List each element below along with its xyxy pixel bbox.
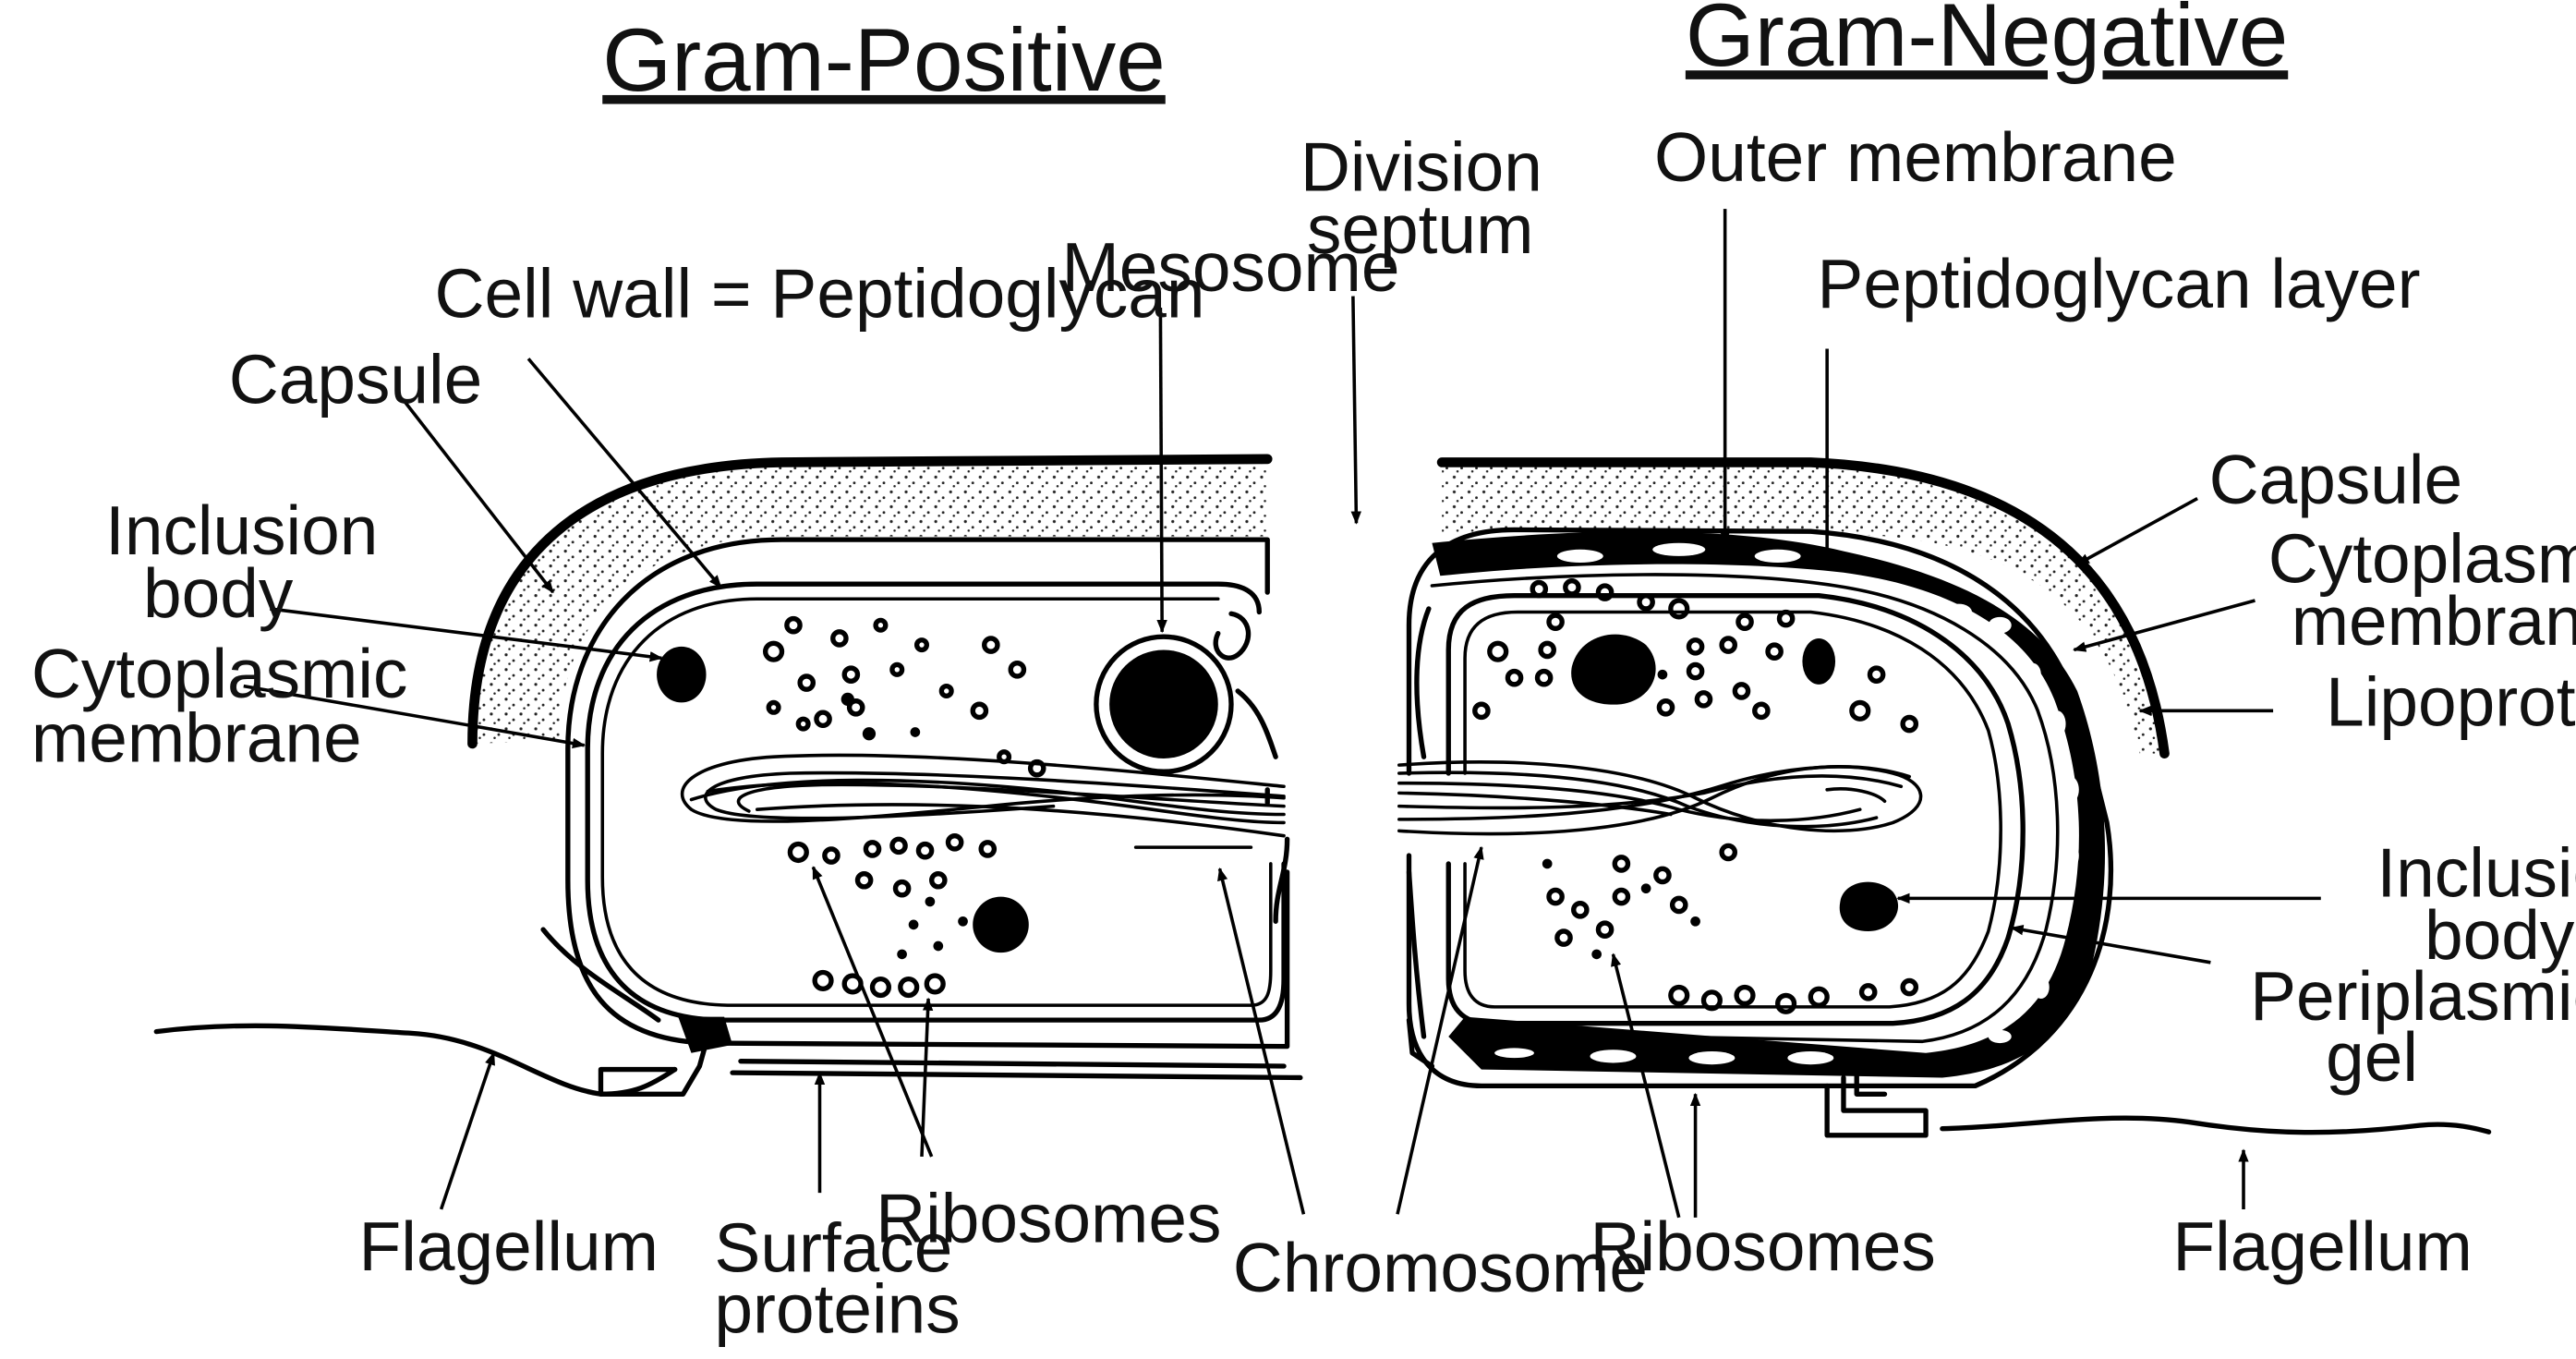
division-label-2: septum (1307, 190, 1533, 268)
cyto-right-label-2: membrane (2292, 582, 2576, 660)
inclusion-left-label-1: Inclusion (105, 491, 378, 569)
gram-negative-cell (1397, 457, 2492, 1138)
cytoplasmic-membrane-right (1445, 593, 2026, 1026)
mesosome-label: Mesosome (1061, 228, 1399, 306)
cytoplasmic-membrane-left (585, 581, 1287, 1023)
flagellum-left-label: Flagellum (358, 1207, 658, 1285)
peptidoglycan-layer-right (1430, 573, 2060, 1044)
periplasmic-gaps (1494, 542, 2079, 1065)
division-label-1: Division (1300, 128, 1542, 206)
basal-left-fill (678, 1016, 733, 1053)
capsule-right-shape (1442, 462, 2165, 754)
cyto-right-label-1: Cytoplasmic (2268, 519, 2576, 597)
flagellum-left (153, 1023, 678, 1097)
capsule-left-outline (467, 454, 1273, 749)
leader-lines (243, 209, 2321, 1219)
septum-right (1406, 606, 1432, 1039)
cytoplasmic-membrane-left-inner (600, 597, 1273, 1007)
ribosomes-left-label: Ribosomes (876, 1180, 1221, 1257)
ribosomes-right (1472, 577, 1919, 1014)
mesosome-stalk (1213, 611, 1278, 759)
inclusion-right-label-2: body (2425, 896, 2575, 974)
cytoplasmic-membrane-right-inner (1463, 610, 2002, 1009)
periplasmic-label-2: gel (2326, 1018, 2418, 1096)
gram-negative-title: Gram-Negative (1686, 0, 2288, 85)
ribosomes-right-label: Ribosomes (1590, 1207, 1936, 1285)
flagellum-hook-right (1824, 1066, 1929, 1138)
cyto-left-label-2: membrane (31, 699, 362, 777)
cyto-left-label-1: Cytoplasmic (31, 635, 408, 712)
inclusion-body-left (657, 646, 707, 703)
capsule-right-outline (1436, 457, 2170, 758)
basal-left (540, 927, 661, 1023)
inclusion-body-right-2 (1802, 637, 1836, 685)
chromosome-label: Chromosome (1233, 1229, 1648, 1306)
ribosomes-left (763, 615, 1046, 999)
gram-positive-title: Gram-Positive (602, 11, 1166, 110)
dots-right (1542, 669, 1700, 960)
inclusion-body-right-1 (1571, 634, 1656, 705)
flagellum-hook-left (598, 1034, 710, 1097)
inclusion-right-label-1: Inclusion (2376, 834, 2576, 912)
outer-membrane-label: Outer membrane (1654, 118, 2177, 196)
periplasmic-label-1: Periplasmic (2250, 957, 2576, 1035)
chromosome-left (680, 753, 1286, 849)
surface-label-1: Surface (714, 1209, 952, 1287)
dots-left (841, 692, 968, 960)
inclusion-body-left-2 (973, 896, 1029, 953)
inclusion-body-right-3 (1839, 881, 1899, 931)
capsule-left-label: Capsule (229, 340, 483, 418)
mesosome-core (1109, 649, 1218, 758)
septum-right-base (1406, 1017, 1435, 1069)
surface-protein-layer (730, 1058, 1303, 1081)
surface-label-2: proteins (714, 1270, 960, 1348)
capsule-right-label: Capsule (2209, 441, 2463, 518)
cell-wall-label: Cell wall = Peptidoglycan (434, 255, 1204, 333)
chromosome-right (1397, 760, 1923, 836)
lipoprotein-label: Lipoprotein (2326, 662, 2576, 740)
flagellum-right (1940, 1115, 2492, 1135)
pg-layer-label: Peptidoglycan layer (1817, 245, 2420, 322)
flagellum-right-label: Flagellum (2172, 1207, 2472, 1285)
inclusion-left-label-2: body (143, 554, 294, 632)
